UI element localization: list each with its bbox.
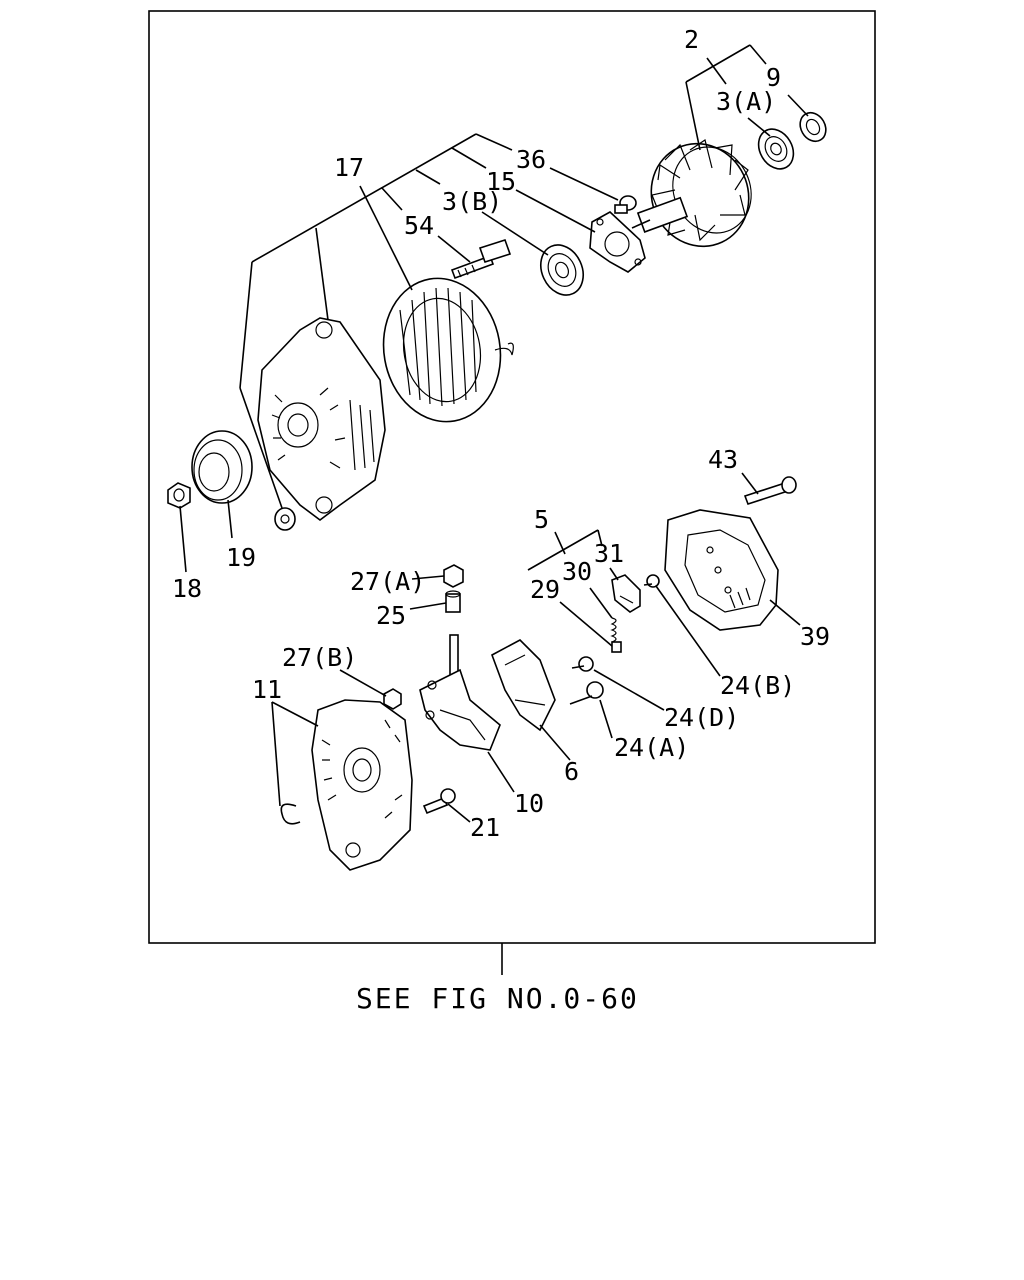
callout-6: 6 — [564, 757, 579, 786]
part-screw-36 — [614, 195, 637, 214]
part-screw-24a — [569, 681, 604, 705]
leader-lines — [179, 44, 809, 823]
part-plate-15 — [589, 211, 646, 273]
part-front-housing — [257, 317, 386, 521]
callout-24d: 24(D) — [664, 703, 739, 732]
part-rectifier-10 — [419, 634, 501, 751]
callout-17: 17 — [334, 153, 364, 182]
callout-25: 25 — [376, 601, 406, 630]
part-bolt-43 — [743, 476, 797, 505]
part-spring-30 — [610, 617, 617, 643]
callout-11: 11 — [252, 675, 282, 704]
callout-15: 15 — [486, 167, 516, 196]
callout-10: 10 — [514, 789, 544, 818]
callout-54: 54 — [404, 211, 434, 240]
callout-3b: 3(B) — [442, 187, 502, 216]
callout-3a: 3(A) — [716, 87, 776, 116]
part-stud-bolt-54 — [450, 239, 512, 280]
part-bushing-25 — [445, 590, 461, 613]
callout-2: 2 — [684, 25, 699, 54]
part-snap-ring — [280, 803, 301, 825]
callout-19: 19 — [226, 543, 256, 572]
part-regulator-31 — [611, 574, 641, 613]
part-washer-9 — [799, 111, 827, 143]
see-fig-reference: SEE FIG NO.0-60 — [356, 982, 639, 1015]
part-nut-27a — [443, 564, 464, 588]
callout-27b: 27(B) — [282, 643, 357, 672]
callout-43: 43 — [708, 445, 738, 474]
callout-24b: 24(B) — [720, 671, 795, 700]
part-screw-24b — [643, 574, 660, 588]
part-screw-24d — [571, 656, 594, 672]
part-housing-washer — [274, 507, 296, 531]
callout-39: 39 — [800, 622, 830, 651]
callout-36: 36 — [516, 145, 546, 174]
callout-5: 5 — [534, 505, 549, 534]
part-brush-29 — [611, 641, 622, 653]
part-nut-18 — [167, 482, 191, 509]
part-screw-21 — [422, 788, 456, 815]
callout-27a: 27(A) — [350, 567, 425, 596]
part-rear-housing-11 — [311, 699, 413, 871]
callout-18: 18 — [172, 574, 202, 603]
part-rear-cover-39 — [664, 509, 779, 631]
part-pulley-19 — [191, 430, 253, 504]
diagram-frame — [148, 10, 876, 944]
part-rotor-2 — [631, 139, 752, 248]
callout-21: 21 — [470, 813, 500, 842]
part-bearing-3a — [757, 128, 795, 170]
callout-24a: 24(A) — [614, 733, 689, 762]
callout-30: 30 — [562, 557, 592, 586]
callout-29: 29 — [530, 575, 560, 604]
part-stator-17 — [382, 277, 514, 423]
part-bearing-3b — [540, 244, 584, 296]
callout-9: 9 — [766, 63, 781, 92]
callout-31: 31 — [594, 539, 624, 568]
part-brush-holder-6 — [491, 639, 556, 732]
